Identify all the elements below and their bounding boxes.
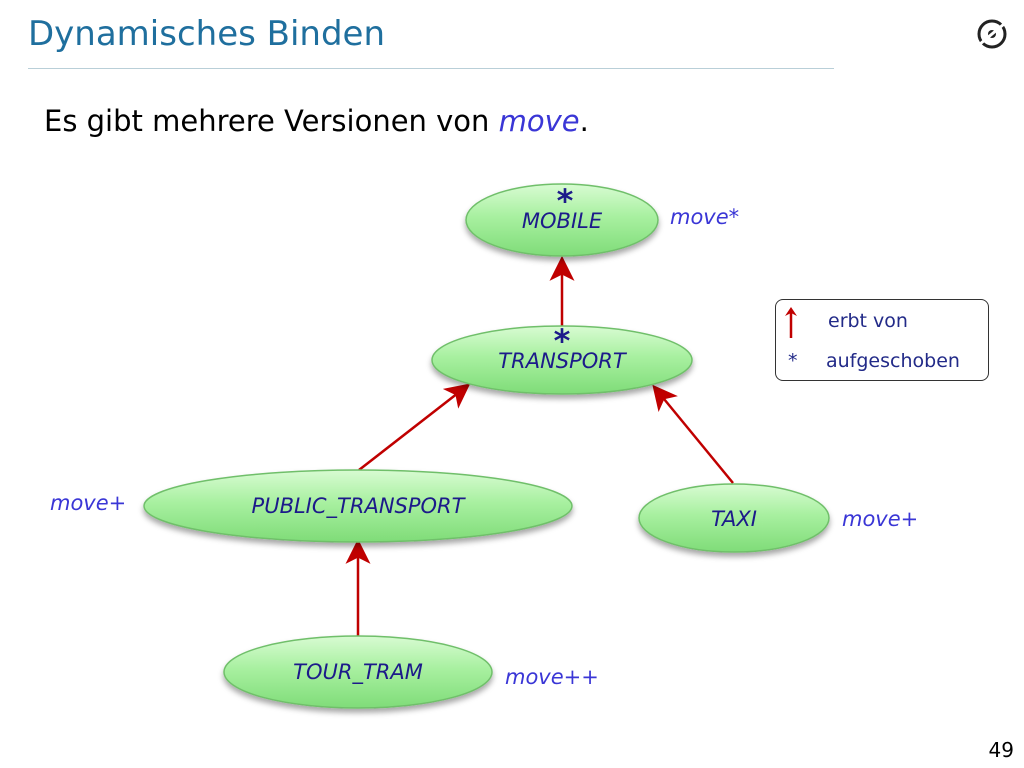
arrow-up-icon xyxy=(785,307,797,338)
feature-public-transport: move+ xyxy=(50,491,126,515)
logo-icon xyxy=(977,19,1007,49)
node-public-transport: PUBLIC_TRANSPORT xyxy=(143,469,573,543)
node-taxi: TAXI xyxy=(638,483,830,553)
legend-inherits-label: erbt von xyxy=(828,310,908,332)
feature-tour-tram: move++ xyxy=(505,665,599,689)
edge-taxi-to-transport xyxy=(652,384,734,484)
legend-deferred-label: aufgeschoben xyxy=(826,350,960,372)
slide-title: Dynamisches Binden xyxy=(28,14,386,54)
node-mobile: * MOBILE xyxy=(465,182,659,257)
title-divider xyxy=(28,68,834,69)
feature-mobile: move* xyxy=(670,205,739,229)
node-label-transport: TRANSPORT xyxy=(498,349,628,373)
node-label-taxi: TAXI xyxy=(711,507,757,531)
legend-deferred-symbol: * xyxy=(788,350,798,372)
node-transport: * TRANSPORT xyxy=(431,322,693,395)
page-number: 49 xyxy=(988,738,1014,762)
node-label-tour-tram: TOUR_TRAM xyxy=(293,660,423,685)
lead-text: Es gibt mehrere Versionen von move. xyxy=(44,104,589,138)
lead-keyword: move xyxy=(498,104,580,138)
node-label-public-transport: PUBLIC_TRANSPORT xyxy=(252,494,467,519)
legend-box: erbt von * aufgeschoben xyxy=(775,299,989,381)
edge-public-transport-to-transport xyxy=(358,383,471,471)
lead-prefix: Es gibt mehrere Versionen von xyxy=(44,104,499,138)
deferred-marker-mobile: * xyxy=(557,182,574,220)
node-tour-tram: TOUR_TRAM xyxy=(223,635,493,709)
feature-taxi: move+ xyxy=(842,507,918,531)
node-label-mobile: MOBILE xyxy=(522,209,603,233)
deferred-marker-transport: * xyxy=(554,322,571,360)
lead-suffix: . xyxy=(579,104,589,138)
